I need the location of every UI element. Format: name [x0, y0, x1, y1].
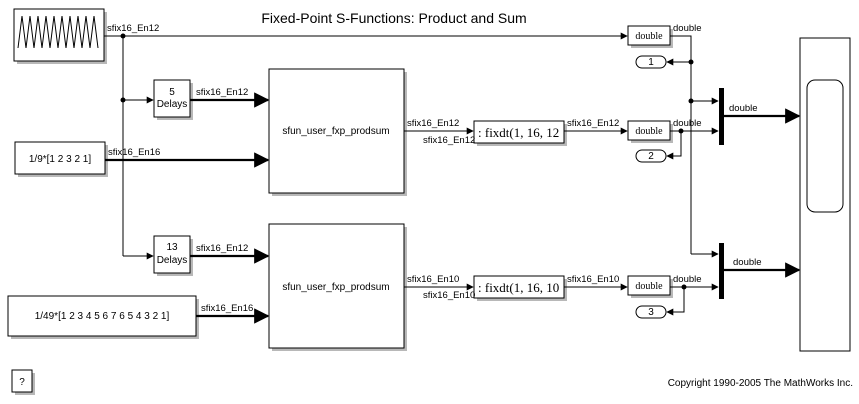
constant-2-value: 1/49*[1 2 3 4 5 6 7 6 5 4 3 2 1] [35, 311, 170, 322]
sine-wave-source-block[interactable] [13, 8, 107, 64]
mux-bar-1[interactable] [719, 88, 724, 145]
diagram-title: Fixed-Point S-Functions: Product and Sum [261, 10, 526, 26]
outport-2-number: 2 [648, 151, 654, 162]
branch-point [688, 59, 694, 65]
constant-block-1[interactable]: 1/9*[1 2 3 2 1] [14, 141, 108, 177]
double-convert-block-bot[interactable]: double [627, 275, 673, 298]
prodsum-block-1[interactable]: sfun_user_fxp_prodsum [268, 68, 407, 196]
delay-block-1[interactable]: 5 Delays [153, 79, 193, 120]
fixdt-convert-1-label: : fixdt(1, 16, 12 [478, 125, 559, 140]
signal-label: sfix16_En12 [107, 23, 159, 34]
outport-2[interactable]: 2 [635, 149, 667, 163]
signal-label: sfix16_En12 [423, 135, 475, 146]
copyright-text: Copyright 1990-2005 The MathWorks Inc. [668, 378, 853, 389]
signal-label: double [673, 274, 702, 285]
delay-1-label: Delays [157, 99, 188, 110]
double-bot-label: double [635, 281, 663, 292]
signal-label: sfix16_En12 [407, 118, 459, 129]
delay-2-count: 13 [166, 242, 178, 253]
scope-screen [806, 79, 844, 213]
help-button-label: ? [19, 377, 25, 388]
signal-double-bot-to-outport3[interactable] [666, 287, 685, 316]
prodsum-2-label: sfun_user_fxp_prodsum [282, 282, 389, 293]
branch-point [688, 98, 694, 104]
signal-label: sfix16_En16 [108, 147, 160, 158]
constant-block-2[interactable]: 1/49*[1 2 3 4 5 6 7 6 5 4 3 2 1] [7, 295, 199, 339]
prodsum-1-label: sfun_user_fxp_prodsum [282, 126, 389, 137]
signal-label: sfix16_En10 [423, 290, 475, 301]
signal-label: sfix16_En16 [201, 303, 253, 314]
signal-label: double [673, 23, 702, 34]
signal-label: double [733, 257, 762, 268]
signal-label: sfix16_En12 [567, 118, 619, 129]
double-mid-label: double [635, 126, 663, 137]
mux-bar-2[interactable] [719, 243, 724, 299]
double-convert-block-mid[interactable]: double [627, 120, 673, 143]
sine-wave-icon [17, 15, 99, 49]
signal-label: double [729, 103, 758, 114]
branch-point [120, 97, 126, 103]
fixdt-convert-2-label: : fixdt(1, 16, 10 [478, 280, 559, 295]
double-convert-block-top[interactable]: double [627, 25, 673, 48]
outport-3-number: 3 [648, 307, 654, 318]
fixdt-convert-block-1[interactable]: : fixdt(1, 16, 12 [473, 120, 567, 146]
signal-label: sfix16_En10 [407, 274, 459, 285]
delay-block-2[interactable]: 13 Delays [153, 235, 193, 276]
signal-label: sfix16_En10 [567, 274, 619, 285]
delay-1-count: 5 [169, 87, 175, 98]
signal-label: double [673, 118, 702, 129]
fixdt-convert-block-2[interactable]: : fixdt(1, 16, 10 [473, 275, 567, 301]
help-button[interactable]: ? [11, 369, 35, 395]
outport-1-number: 1 [648, 57, 654, 68]
signal-double-top-out[interactable] [670, 35, 692, 254]
outport-3[interactable]: 3 [635, 305, 667, 319]
branch-point [678, 128, 684, 134]
signal-label: sfix16_En12 [196, 243, 248, 254]
outport-1[interactable]: 1 [635, 55, 667, 69]
scope-block[interactable] [799, 37, 851, 352]
prodsum-block-2[interactable]: sfun_user_fxp_prodsum [268, 223, 407, 351]
constant-1-value: 1/9*[1 2 3 2 1] [29, 154, 91, 165]
delay-2-label: Delays [157, 255, 188, 266]
branch-point [681, 284, 687, 290]
branch-point [120, 33, 126, 39]
double-top-label: double [635, 31, 663, 42]
signal-double-mid-to-outport2[interactable] [666, 131, 682, 160]
signal-label: sfix16_En12 [196, 87, 248, 98]
